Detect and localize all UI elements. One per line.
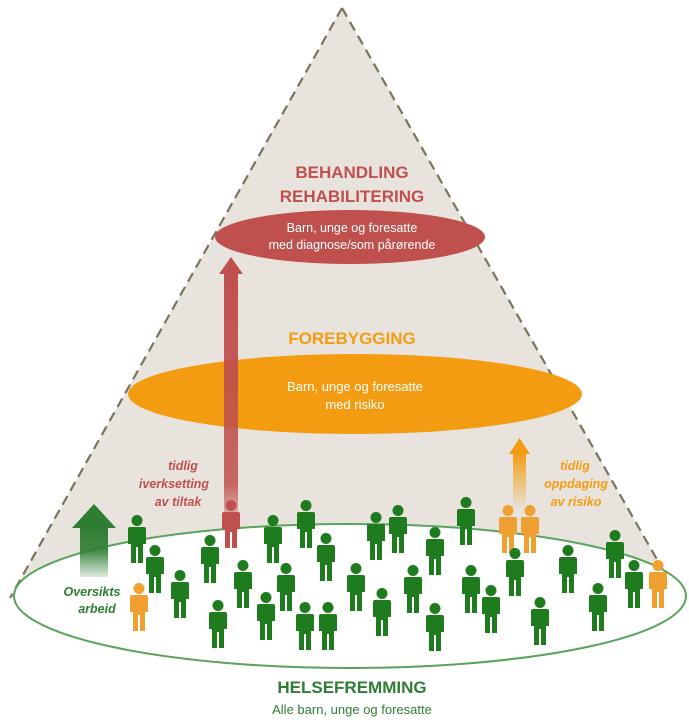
person-icon bbox=[201, 535, 219, 583]
overview-label-2: arbeid bbox=[78, 602, 116, 616]
person-icon bbox=[297, 500, 315, 548]
treatment-ellipse-line1: Barn, unge og foresatte bbox=[287, 221, 418, 235]
person-icon bbox=[347, 563, 365, 611]
early-action-label-2: iverksetting bbox=[139, 477, 210, 491]
early-action-label-3: av tiltak bbox=[155, 495, 203, 509]
overview-arrow-up-icon bbox=[72, 504, 116, 577]
person-icon bbox=[457, 497, 475, 545]
pyramid-triangle bbox=[10, 8, 679, 598]
person-icon bbox=[222, 500, 240, 548]
person-icon bbox=[559, 545, 577, 593]
promotion-heading: HELSEFREMMING bbox=[277, 678, 426, 697]
pyramid-edge-left bbox=[9, 7, 343, 599]
person-icon bbox=[606, 530, 624, 578]
pyramid-edge-right bbox=[341, 7, 680, 599]
treatment-heading-line2: REHABILITERING bbox=[280, 187, 425, 206]
early-detection-arrow-up-icon bbox=[509, 438, 530, 510]
person-icon bbox=[506, 548, 524, 596]
person-icon bbox=[277, 563, 295, 611]
treatment-ellipse bbox=[215, 210, 485, 264]
people-crowd bbox=[128, 497, 667, 651]
person-icon bbox=[234, 560, 252, 608]
person-icon bbox=[171, 570, 189, 618]
person-icon bbox=[373, 588, 391, 636]
treatment-ellipse-line2: med diagnose/som pårørende bbox=[269, 238, 436, 252]
person-icon bbox=[257, 592, 275, 640]
overview-label-1: Oversikts bbox=[64, 585, 121, 599]
person-icon bbox=[531, 597, 549, 645]
person-icon bbox=[462, 565, 480, 613]
early-detection-label-2: oppdaging bbox=[544, 477, 608, 491]
prevention-ellipse-line2: med risiko bbox=[325, 397, 384, 412]
person-icon bbox=[146, 545, 164, 593]
prevention-ellipse-line1: Barn, unge og foresatte bbox=[287, 379, 423, 394]
person-icon bbox=[521, 505, 539, 553]
person-icon bbox=[649, 560, 667, 608]
person-icon bbox=[426, 603, 444, 651]
person-icon bbox=[209, 600, 227, 648]
early-detection-label-3: av risiko bbox=[551, 495, 602, 509]
person-icon bbox=[625, 560, 643, 608]
treatment-heading-line1: BEHANDLING bbox=[295, 163, 408, 182]
prevention-ellipse bbox=[128, 354, 582, 434]
person-icon bbox=[482, 585, 500, 633]
early-detection-label-1: tidlig bbox=[560, 459, 590, 473]
person-icon bbox=[317, 533, 335, 581]
person-icon bbox=[264, 515, 282, 563]
person-icon bbox=[319, 602, 337, 650]
person-icon bbox=[404, 565, 422, 613]
early-action-arrow-up-icon bbox=[219, 257, 243, 537]
person-icon bbox=[128, 515, 146, 563]
person-icon bbox=[589, 583, 607, 631]
person-icon bbox=[499, 505, 517, 553]
person-icon bbox=[296, 602, 314, 650]
person-icon bbox=[426, 527, 444, 575]
prevention-heading: FOREBYGGING bbox=[288, 329, 416, 348]
early-action-label-1: tidlig bbox=[168, 459, 198, 473]
promotion-subheading: Alle barn, unge og foresatte bbox=[272, 702, 432, 717]
person-icon bbox=[130, 583, 148, 631]
person-icon bbox=[389, 505, 407, 553]
person-icon bbox=[367, 512, 385, 560]
